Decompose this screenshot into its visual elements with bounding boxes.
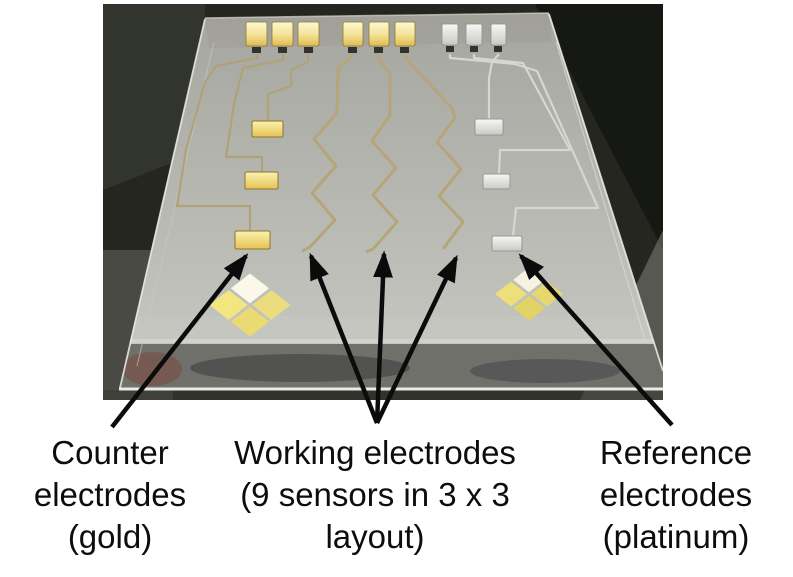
reference-contact-pads xyxy=(441,23,507,46)
reference-electrode-traces xyxy=(448,53,600,237)
annotation-arrows xyxy=(110,250,674,429)
label-working-electrodes: Working electrodes (9 sensors in 3 x 3 l… xyxy=(234,434,516,555)
counter-contact-pads xyxy=(245,21,320,47)
label-reference-electrodes: Reference electrodes (platinum) xyxy=(599,434,753,555)
counter-pad xyxy=(244,171,279,190)
zigzag-working-2 xyxy=(365,54,399,254)
working-contact-pads xyxy=(342,21,416,47)
arrow-working-electrode-3 xyxy=(374,254,459,424)
zigzag-working-1 xyxy=(301,53,355,253)
arrow-reference-electrodes xyxy=(518,253,674,427)
contact-pad xyxy=(297,21,320,47)
contact-pad xyxy=(245,21,268,47)
pad-solder-marks xyxy=(252,46,502,53)
contact-pad xyxy=(441,23,459,46)
contact-pad xyxy=(465,23,483,46)
arrow-counter-electrodes xyxy=(110,253,249,429)
reference-pad xyxy=(491,235,523,252)
zigzag-working-3 xyxy=(403,53,465,250)
counter-pad xyxy=(251,120,284,138)
reference-electrode-pads xyxy=(474,118,523,252)
contact-pad xyxy=(342,21,364,47)
working-electrode-traces xyxy=(301,53,465,254)
counter-electrode-traces xyxy=(175,54,310,231)
reference-pad xyxy=(482,173,511,190)
counter-pad xyxy=(234,230,271,250)
arrow-working-electrode-2 xyxy=(373,250,393,424)
contact-pad xyxy=(368,21,390,47)
arrow-working-electrode-1 xyxy=(308,252,380,424)
contact-pad xyxy=(490,23,507,46)
slide-reflections xyxy=(119,316,663,389)
contact-pad xyxy=(271,21,294,47)
label-counter-electrodes: Counter electrodes (gold) xyxy=(33,434,187,555)
contact-pad xyxy=(394,21,416,47)
reference-pad xyxy=(474,118,504,136)
counter-electrode-pads xyxy=(234,120,284,250)
